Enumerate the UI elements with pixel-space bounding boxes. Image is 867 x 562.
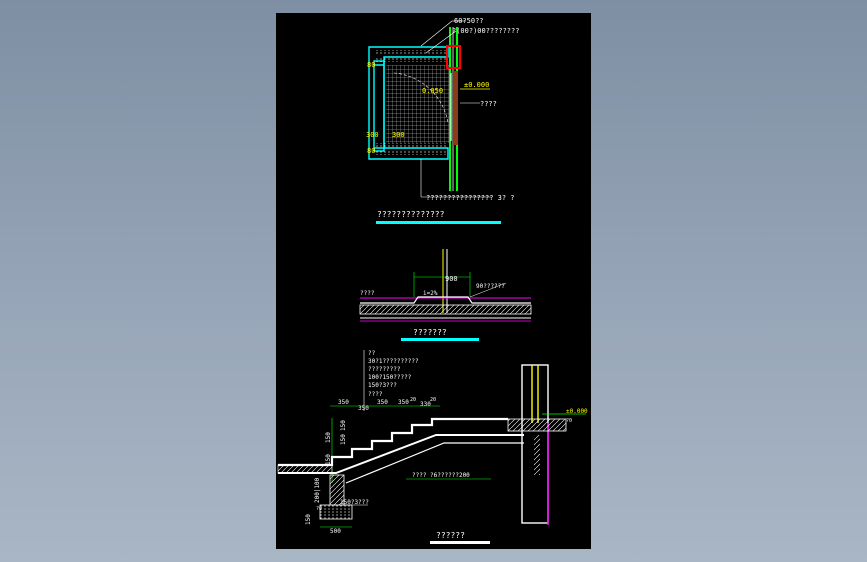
d2-leader-r [469,282,507,298]
grid-infill [386,65,450,143]
d3-title-underline [430,541,490,544]
d1-title: ?????????????? [377,210,445,219]
d3-tread-1: 350 [358,405,369,412]
d3-footing-height: 200|100 [314,477,321,503]
d3-layer-4: 150?3??? [368,382,397,389]
d2-slope: i=2% [423,290,438,297]
leader-second [425,30,457,54]
detail-1-section: 60?50?? ?(00?)00???????? ±0.000 ???? ???… [366,17,519,224]
d1-dim-left-bottom: 80 [367,147,375,155]
d2-note-right: 90?????? [476,283,505,290]
d2-threshold [360,296,531,304]
d3-layer-2: ????????? [368,366,401,373]
d1-dim-left-top: 80 [367,61,375,69]
d2-slab [359,304,532,315]
d1-elevation: ±0.000 [464,81,489,89]
d3-layer-3: 100?150????? [368,374,412,381]
drawing-sheet[interactable]: 60?50?? ?(00?)00???????? ±0.000 ???? ???… [276,13,591,549]
d3-tread-5: 330 [420,401,431,408]
d3-footing-base [319,504,353,520]
d3-title: ?????? [436,531,465,540]
top-strip [376,50,446,54]
d3-elevation: ±0.000 [566,408,588,415]
d3-footing-width: 500 [330,528,341,535]
d3-note-slab: ???? ?6??????200 [412,472,470,479]
d3-elevation-side: ?0 [566,418,572,424]
d3-footing-small-h: 150 [305,514,312,525]
d3-tread-2: 350 [377,399,388,406]
d3-tread-0: 350 [338,399,349,406]
detail-2-section: 900 i=2% 90?????? ???? ??????? [359,249,532,341]
detail-3-section: ?? 30?1?????????? ????????? 100?150?????… [277,350,588,544]
red-block [446,45,461,69]
d3-stair-underside-2 [345,442,524,484]
d2-note-left: ???? [360,290,375,297]
d3-footing-small-side: ?0 [316,506,322,512]
d1-slope-label: 0.050 [422,87,443,95]
d3-riser-3: 150 [340,420,347,431]
bottom-strip [376,151,446,155]
d3-tread-4: 20 [410,397,416,403]
d1-note-right: ???? [480,100,497,108]
d3-layer-5: ???? [368,391,383,398]
d1-dim-inner: 300 [392,131,405,139]
d3-riser-0: 150 [325,454,332,465]
d3-tread-3: 350 [398,399,409,406]
d1-note-bottom: ???????????????? 3? ? [426,194,515,202]
d2-title: ??????? [413,328,447,337]
top-strip-2 [376,58,446,62]
d2-title-underline [401,338,479,341]
leader-top [420,20,453,47]
d3-stair-profile [278,417,508,467]
d3-layer-1: 30?1?????????? [368,358,419,365]
brown-column [453,71,458,145]
d1-note-second: ?(00?)00???????? [452,27,519,35]
cad-drawing: 60?50?? ?(00?)00???????? ±0.000 ???? ???… [277,17,588,544]
d3-layer-0: ?? [368,350,376,357]
d3-wall-fill [534,435,540,475]
bottom-strip-2 [376,143,446,147]
d3-ground-slab [277,464,333,474]
d2-dim-top: 900 [445,275,458,283]
d3-tread-6: 20 [430,397,436,403]
d3-riser-1: 150 [325,432,332,443]
d3-landing-slab [507,418,567,432]
d3-footing-note: 150?3??? [340,499,369,506]
d1-dim-left-mid: 300 [366,131,379,139]
d1-title-underline [376,221,501,224]
d1-note-top: 60?50?? [454,17,484,25]
d3-riser-2: 150 [340,434,347,445]
